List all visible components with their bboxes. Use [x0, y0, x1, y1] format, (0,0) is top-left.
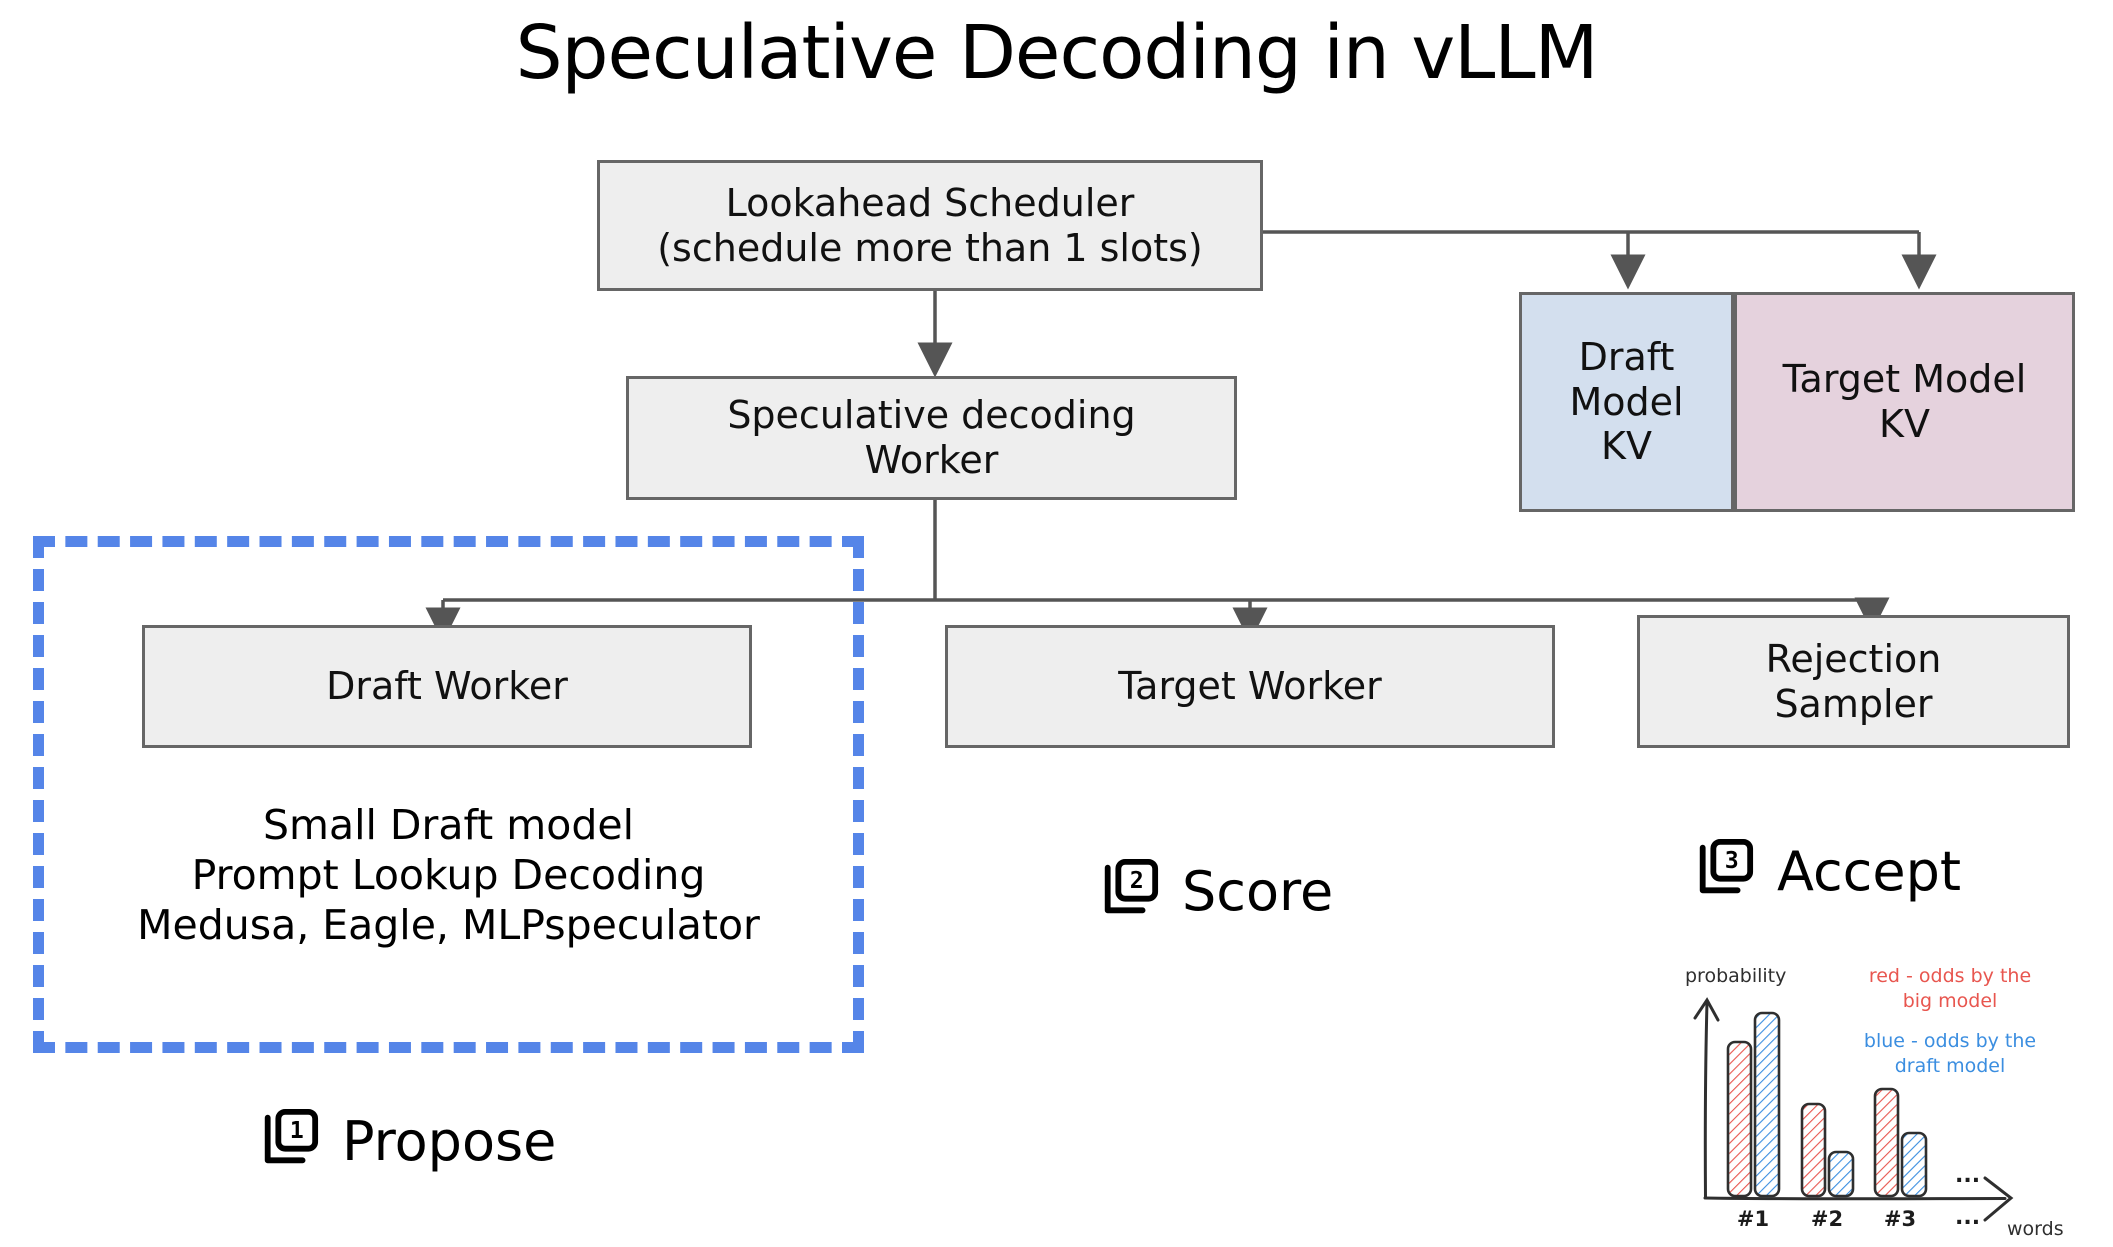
badge-3-number: 3 — [1725, 847, 1739, 874]
badge-1-number: 1 — [290, 1117, 304, 1144]
draft-kv-line-1: Draft — [1578, 334, 1675, 379]
draft-method-0: Small Draft model — [263, 801, 634, 849]
bar-2-red — [1800, 1102, 1827, 1198]
step-1-label: Propose — [342, 1110, 557, 1173]
number-badge-2-icon: 2 — [1098, 858, 1160, 925]
bar-group-2-label: #2 — [1811, 1207, 1843, 1231]
rejection-sampler-line-2: Sampler — [1774, 681, 1933, 726]
chart-xlabel: words — [2007, 1218, 2064, 1240]
number-badge-1-icon: 1 — [258, 1108, 320, 1175]
legend-red-line-2: big model — [1903, 990, 1998, 1012]
badge-2-number: 2 — [1130, 867, 1144, 894]
spec-worker-line-2: Worker — [864, 438, 999, 482]
target-worker-label: Target Worker — [1118, 664, 1382, 709]
bar-1-red — [1726, 1040, 1753, 1198]
draft-method-1: Prompt Lookup Decoding — [191, 851, 706, 900]
spec-worker-line-1: Speculative decoding — [727, 393, 1136, 438]
box-draft-model-kv[interactable]: Draft Model KV — [1519, 292, 1734, 512]
target-kv-line-2: KV — [1879, 402, 1930, 446]
legend-red-line-1: red - odds by the — [1869, 965, 2031, 987]
step-3-label: Accept — [1777, 840, 1962, 903]
bar-group-2: #2 — [1800, 1102, 1855, 1231]
bar-3-blue — [1900, 1131, 1928, 1198]
scheduler-line-2: (schedule more than 1 slots) — [657, 225, 1203, 270]
box-lookahead-scheduler[interactable]: Lookahead Scheduler (schedule more than … — [597, 160, 1263, 291]
chart-ellipsis-lower: ... — [1955, 1205, 1980, 1230]
draft-methods-caption: Small Draft model Prompt Lookup Decoding… — [33, 800, 864, 950]
scheduler-line-1: Lookahead Scheduler — [725, 180, 1135, 225]
acceptance-probability-chart: probability words #1 #2 #3 ... ... red -… — [1685, 965, 2064, 1240]
chart-ylabel: probability — [1685, 965, 1786, 987]
page-title: Speculative Decoding in vLLM — [515, 10, 1599, 96]
rejection-sampler-line-1: Rejection — [1765, 636, 1942, 681]
propose-stage-highlight — [33, 536, 864, 1053]
step-2-label: Score — [1182, 860, 1334, 923]
step-1-propose: 1 Propose — [258, 1108, 556, 1175]
bar-group-1: #1 — [1726, 1011, 1781, 1231]
draft-method-2: Medusa, Eagle, MLPspeculator — [137, 901, 760, 950]
bar-3-red — [1873, 1087, 1900, 1198]
draft-worker-label: Draft Worker — [326, 664, 568, 709]
box-rejection-sampler[interactable]: Rejection Sampler — [1637, 615, 2070, 748]
chart-ellipsis-upper: ... — [1955, 1163, 1980, 1188]
bar-2-blue — [1827, 1150, 1855, 1198]
draft-kv-line-3: KV — [1601, 424, 1652, 469]
number-badge-3-icon: 3 — [1693, 838, 1755, 905]
target-kv-line-1: Target Model — [1782, 357, 2027, 402]
legend-blue-line-2: draft model — [1895, 1055, 2006, 1077]
box-speculative-decoding-worker[interactable]: Speculative decoding Worker — [626, 376, 1237, 500]
bar-group-3-label: #3 — [1884, 1207, 1916, 1231]
bar-group-3: #3 — [1873, 1087, 1928, 1231]
bar-1-blue — [1753, 1011, 1781, 1198]
step-3-accept: 3 Accept — [1693, 838, 1961, 905]
bar-group-1-label: #1 — [1737, 1207, 1769, 1231]
draft-kv-line-2: Model — [1569, 379, 1684, 424]
chart-legend: red - odds by the big model blue - odds … — [1864, 965, 2036, 1077]
legend-blue-line-1: blue - odds by the — [1864, 1030, 2036, 1052]
box-draft-worker[interactable]: Draft Worker — [142, 625, 752, 748]
box-target-model-kv[interactable]: Target Model KV — [1734, 292, 2075, 512]
box-target-worker[interactable]: Target Worker — [945, 625, 1555, 748]
step-2-score: 2 Score — [1098, 858, 1333, 925]
